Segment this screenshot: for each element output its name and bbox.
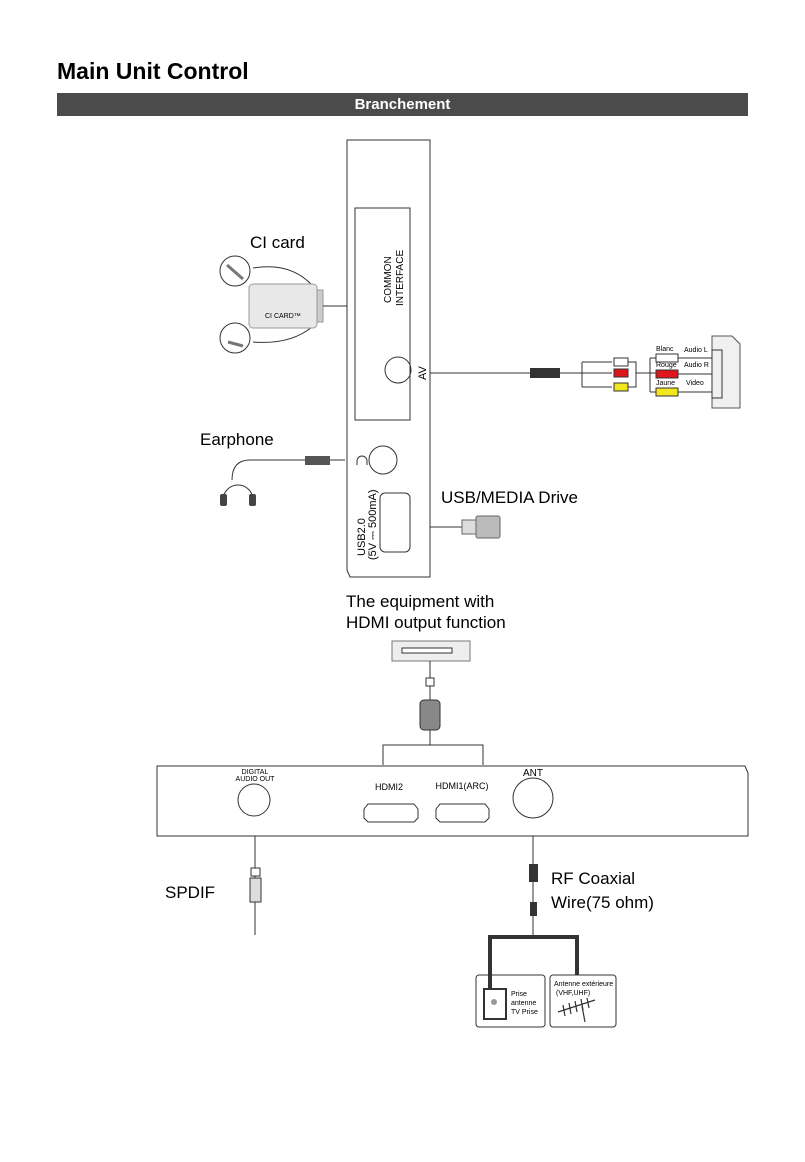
cable-signal-label: Video <box>686 380 704 387</box>
usb-port <box>379 492 411 553</box>
digital-audio-port <box>237 783 271 817</box>
hdmi1-port <box>435 803 490 823</box>
hdmi-source-label: The equipment with <box>346 592 494 611</box>
hdmi1-label: HDMI1(ARC) <box>436 781 489 791</box>
av-plug-icon <box>530 368 560 378</box>
cable-color-label: Jaune <box>656 380 675 387</box>
cable-color-label: Rouge <box>656 362 677 369</box>
hdmi-source-group: The equipment with HDMI output function <box>346 592 506 765</box>
usb-port-label: USB2.0 <box>356 518 368 556</box>
usb-label: USB/MEDIA Drive <box>441 488 578 507</box>
ant-port <box>512 777 554 819</box>
hdmi2-port <box>363 803 419 823</box>
headphone-symbol-icon <box>356 455 368 465</box>
headphones-icon <box>220 484 256 506</box>
yagi-antenna-icon <box>557 997 596 1023</box>
rf-label: Wire(75 ohm) <box>551 893 654 912</box>
spdif-plug-icon <box>250 867 261 877</box>
usb-group: USB/MEDIA Drive <box>430 488 578 539</box>
earphone-group: Earphone <box>200 430 345 506</box>
hdmi2-label: HDMI2 <box>375 782 403 792</box>
hdmi-plug-icon <box>419 699 441 731</box>
page-title: Main Unit Control <box>57 58 249 84</box>
av-label: AV <box>417 365 429 380</box>
ci-card-text: CI CARD™ <box>265 313 301 320</box>
ci-card-group: CI card CI CARD™ <box>219 233 347 354</box>
side-panel: COMMON INTERFACE AV USB2.0 (5V ⎓ 500mA) <box>346 139 431 578</box>
spdif-group: SPDIF <box>165 836 262 935</box>
usb-plug-icon <box>461 519 477 535</box>
digital-audio-label: DIGITAL <box>242 769 269 776</box>
rca-yellow-plug-icon <box>655 387 679 397</box>
rca-white-plug-icon <box>655 353 679 363</box>
ci-card-detail-icon <box>219 255 251 287</box>
cable-signal-label: Audio L <box>684 347 708 354</box>
rf-label: RF Coaxial <box>551 869 635 888</box>
av-port <box>384 356 412 384</box>
rf-group: RF Coaxial Wire(75 ohm) Prise antenne TV… <box>475 836 654 1028</box>
wall-antenna-socket-box <box>475 974 546 1028</box>
ci-card-icon <box>248 283 318 329</box>
rf-plug-icon <box>529 864 538 882</box>
ci-slot-label: COMMON <box>383 256 394 303</box>
outdoor-antenna-box <box>549 974 617 1028</box>
earphone-plug-icon <box>305 456 330 465</box>
cable-color-label: Blanc <box>656 346 674 353</box>
ci-slot-label: INTERFACE <box>395 250 406 306</box>
ci-card-detail-icon <box>219 322 251 354</box>
section-bar: Branchement <box>57 93 748 116</box>
wall-socket-label: TV Prise <box>511 1009 538 1016</box>
ant-label: ANT <box>523 768 543 779</box>
earphone-port <box>368 445 398 475</box>
rca-red-plug-icon <box>655 369 679 379</box>
outdoor-antenna-label: Antenne extérieure <box>554 981 613 988</box>
hdmi-source-label: HDMI output function <box>346 613 506 632</box>
av-source-device-icon <box>711 335 741 409</box>
cable-signal-label: Audio R <box>684 362 709 369</box>
outdoor-antenna-label: (VHF,UHF) <box>556 990 590 997</box>
av-cable-group: Blanc Audio L Rouge Audio R Jaune Video <box>430 335 741 409</box>
ci-card-label: CI card <box>250 233 305 252</box>
ci-slot <box>354 207 411 421</box>
spdif-label: SPDIF <box>165 883 215 902</box>
usb-port-label: (5V ⎓ 500mA) <box>367 489 379 560</box>
wall-socket-label: antenne <box>511 1000 536 1007</box>
antenna-socket-icon <box>491 999 497 1005</box>
earphone-label: Earphone <box>200 430 274 449</box>
bottom-panel: DIGITAL AUDIO OUT HDMI2 HDMI1(ARC) ANT <box>156 765 749 837</box>
digital-audio-label: AUDIO OUT <box>236 776 276 783</box>
wall-socket-label: Prise <box>511 991 527 998</box>
